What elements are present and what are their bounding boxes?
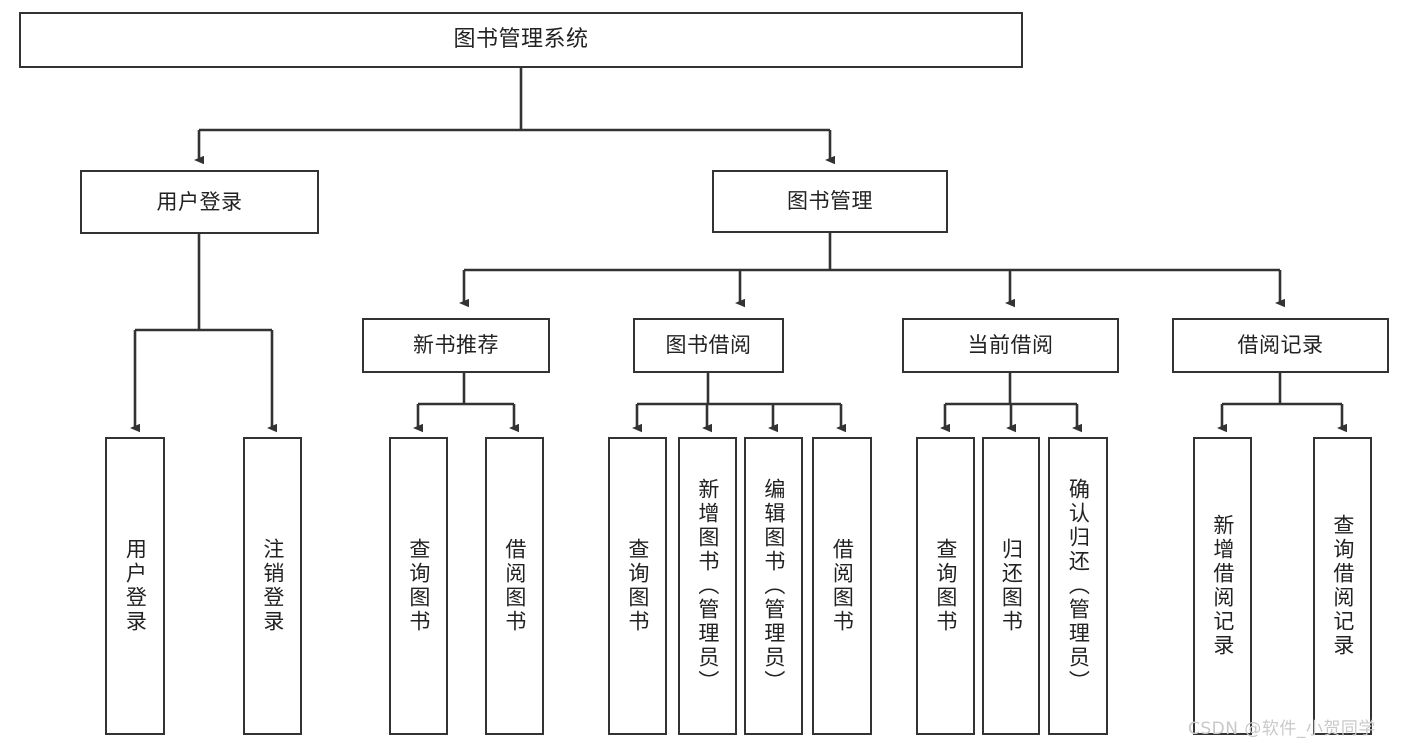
node-label: 查询图书 (406, 538, 431, 634)
node-label: 查询图书 (933, 538, 958, 634)
node-leaf-query-borrow-record[interactable]: 查询借阅记录 (1313, 437, 1372, 735)
node-label: 查询借阅记录 (1330, 514, 1355, 658)
csdn-watermark: CSDN @软件_小贺同学 (1188, 719, 1376, 739)
node-label: 图书管理系统 (453, 27, 589, 53)
node-leaf-add-book-admin[interactable]: 新增图书（管理员） (678, 437, 737, 735)
node-label: 查询图书 (625, 538, 650, 634)
node-label: 编辑图书（管理员） (761, 478, 786, 694)
node-leaf-borrow-book[interactable]: 借阅图书 (812, 437, 872, 735)
node-label: 借阅图书 (830, 538, 855, 634)
node-leaf-user-login[interactable]: 用户登录 (105, 437, 165, 735)
node-root-book-management-system[interactable]: 图书管理系统 (19, 12, 1023, 68)
node-label: 借阅图书 (502, 538, 527, 634)
node-current-borrow[interactable]: 当前借阅 (902, 318, 1119, 373)
node-leaf-logout[interactable]: 注销登录 (243, 437, 302, 735)
node-label: 用户登录 (123, 538, 148, 634)
node-leaf-confirm-return-admin[interactable]: 确认归还（管理员） (1048, 437, 1108, 735)
node-leaf-return-book[interactable]: 归还图书 (982, 437, 1040, 735)
node-leaf-edit-book-admin[interactable]: 编辑图书（管理员） (744, 437, 803, 735)
node-label: 新书推荐 (413, 333, 499, 358)
node-label: 注销登录 (260, 538, 285, 634)
node-leaf-add-borrow-record[interactable]: 新增借阅记录 (1193, 437, 1252, 735)
node-label: 图书管理 (787, 189, 873, 214)
node-label: 当前借阅 (967, 333, 1054, 358)
node-label: 用户登录 (156, 189, 243, 214)
node-new-book-recommend[interactable]: 新书推荐 (362, 318, 550, 373)
node-user-login[interactable]: 用户登录 (80, 170, 319, 234)
node-label: 新增图书（管理员） (695, 478, 720, 694)
node-book-borrow[interactable]: 图书借阅 (633, 318, 784, 373)
node-leaf-query-book-borrow[interactable]: 查询图书 (608, 437, 667, 735)
node-leaf-query-book-current[interactable]: 查询图书 (916, 437, 975, 735)
node-label: 确认归还（管理员） (1066, 478, 1091, 694)
node-label: 图书借阅 (665, 333, 752, 358)
node-leaf-query-book-recommend[interactable]: 查询图书 (389, 437, 448, 735)
node-borrow-record[interactable]: 借阅记录 (1172, 318, 1389, 373)
node-label: 借阅记录 (1237, 333, 1324, 358)
node-leaf-borrow-book-recommend[interactable]: 借阅图书 (485, 437, 544, 735)
node-label: 新增借阅记录 (1210, 514, 1235, 658)
node-label: 归还图书 (999, 538, 1024, 634)
node-book-management[interactable]: 图书管理 (712, 170, 948, 233)
